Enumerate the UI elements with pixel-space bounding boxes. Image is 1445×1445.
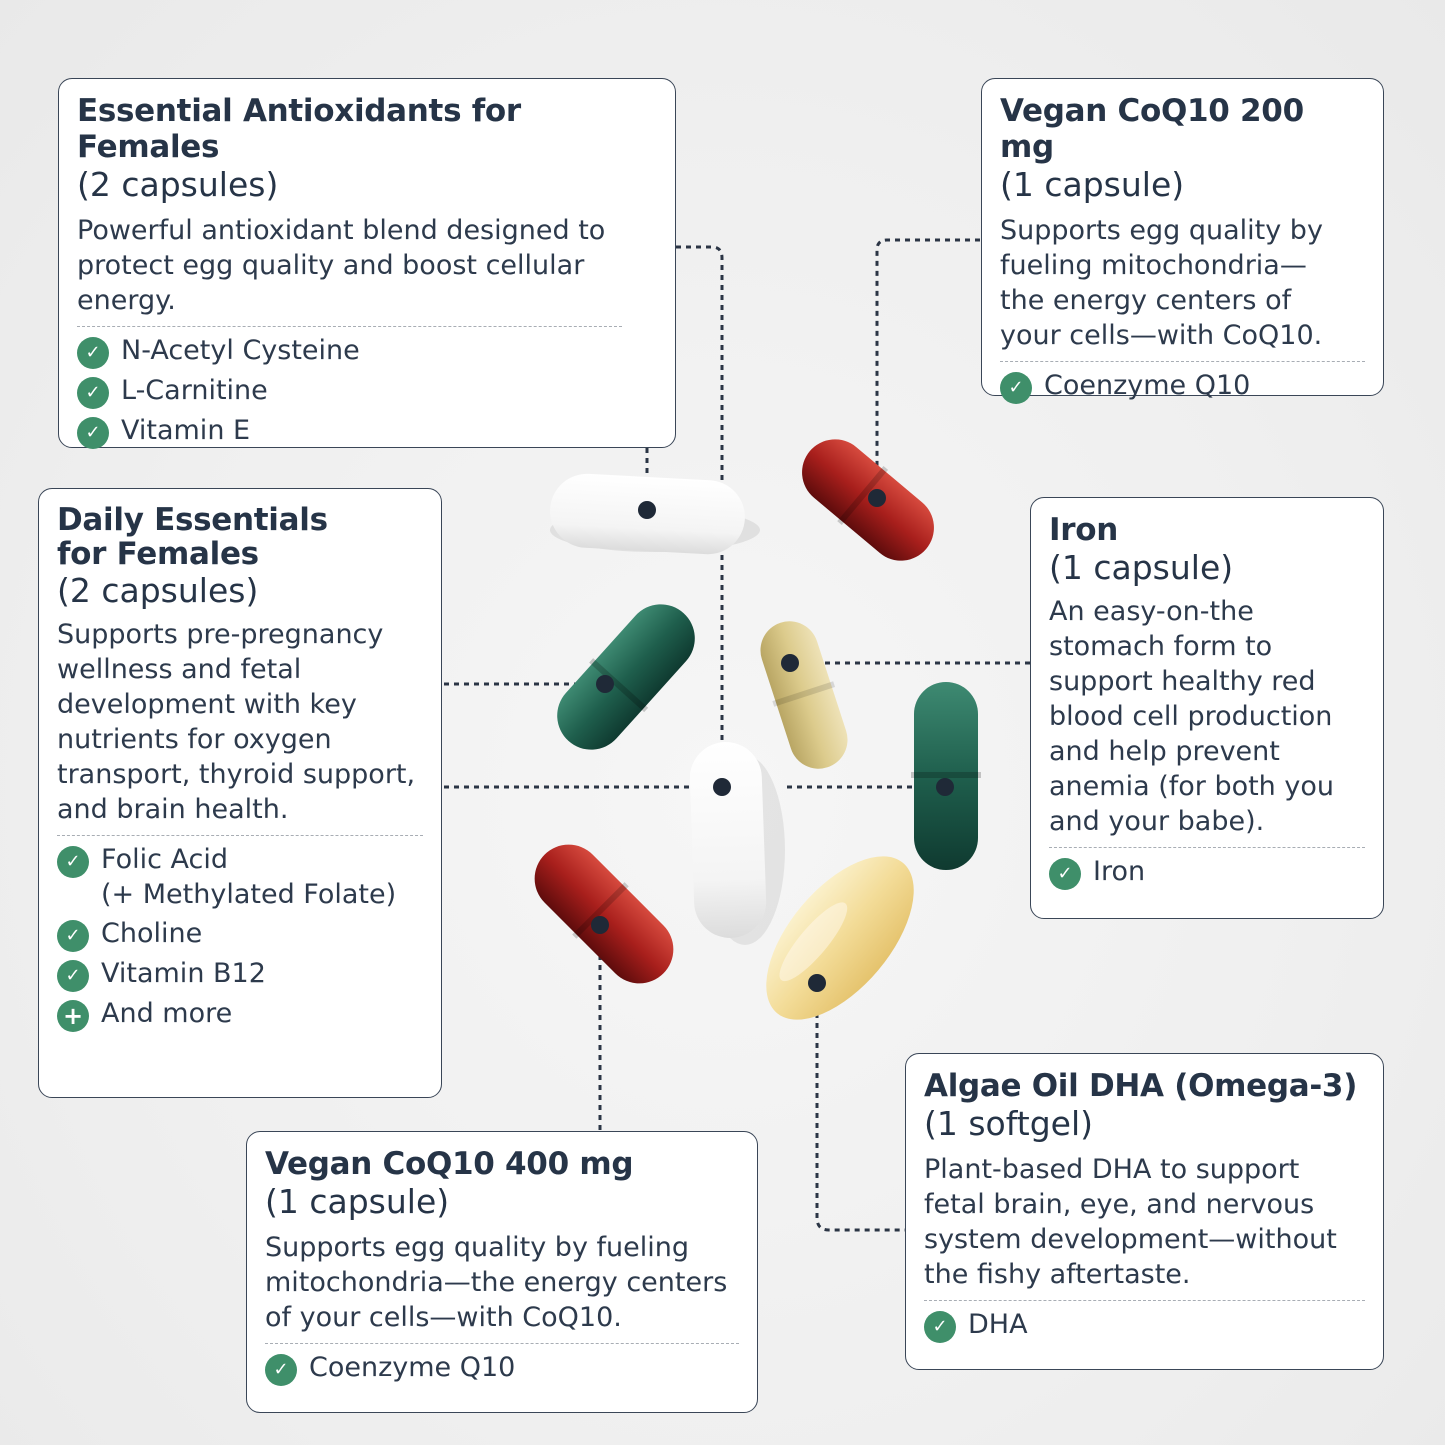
check-circle-icon: ✓: [265, 1354, 297, 1386]
card-title: Essential Antioxidants for Females: [77, 93, 521, 165]
card-description: Powerful antioxidant blend designed to p…: [77, 215, 606, 316]
check-circle-icon: ✓: [57, 920, 89, 952]
card-title: Vegan CoQ10 400 mg: [265, 1146, 634, 1182]
list-item: ✓Choline: [57, 916, 423, 952]
card-title: Algae Oil DHA (Omega-3): [924, 1068, 1358, 1104]
list-item: ✓Coenzyme Q10: [1000, 368, 1365, 404]
check-circle-icon: ✓: [57, 846, 89, 878]
card-quantity: (2 capsules): [57, 571, 259, 610]
card-title: Vegan CoQ10 200 mg: [1000, 93, 1304, 165]
card-quantity: (1 capsule): [265, 1182, 450, 1221]
dha-card: Algae Oil DHA (Omega-3) (1 softgel) Plan…: [905, 1053, 1384, 1370]
card-title: Iron: [1049, 512, 1118, 548]
anchor-dots: [591, 489, 954, 992]
check-circle-icon: ✓: [1049, 858, 1081, 890]
card-description: Supports egg quality by fueling mitochon…: [1000, 215, 1323, 351]
connector-coq10-200: [875, 238, 980, 498]
divider: [57, 835, 423, 836]
card-description: Supports egg quality by fueling mitochon…: [265, 1232, 728, 1333]
iron-card: Iron (1 capsule) An easy-on-the stomach …: [1030, 497, 1384, 919]
list-item: ✓Coenzyme Q10: [265, 1350, 739, 1386]
divider: [1000, 361, 1365, 362]
ingredient-list: ✓Folic Acid(+ Methylated Folate) ✓Cholin…: [57, 842, 423, 1032]
ingredient-list: ✓Iron: [1049, 854, 1365, 890]
ingredient-list: ✓DHA: [924, 1307, 1365, 1343]
green-capsule-right: [911, 682, 981, 870]
card-description: Plant-based DHA to support fetal brain, …: [924, 1154, 1337, 1290]
list-item: ✓DHA: [924, 1307, 1365, 1343]
card-quantity: (1 capsule): [1049, 548, 1234, 587]
ingredient-list: ✓Coenzyme Q10: [1000, 368, 1365, 404]
ingredient-list: ✓Coenzyme Q10: [265, 1350, 739, 1386]
coq10-200-card: Vegan CoQ10 200 mg (1 capsule) Supports …: [981, 78, 1384, 404]
divider: [1049, 847, 1365, 848]
list-item: ✓Vitamin B12: [57, 956, 423, 992]
plus-circle-icon: +: [57, 1000, 89, 1032]
check-circle-icon: ✓: [924, 1311, 956, 1343]
card-quantity: (1 capsule): [1000, 165, 1185, 204]
list-item: ✓Iron: [1049, 854, 1365, 890]
connector-antioxidants-to-white-capsule: [676, 245, 724, 787]
antioxidants-card: Essential Antioxidants for Females (2 ca…: [58, 78, 676, 449]
card-quantity: (1 softgel): [924, 1104, 1094, 1143]
list-item: ✓Folic Acid(+ Methylated Folate): [57, 842, 423, 912]
list-item: ✓L-Carnitine: [77, 373, 657, 409]
green-capsule-left: [557, 604, 695, 750]
card-description: An easy-on-the stomach form to support h…: [1049, 596, 1334, 837]
list-item: ✓Vitamin E: [77, 413, 657, 449]
white-capsule-vertical: [689, 742, 785, 945]
red-capsule-bottom: [534, 844, 674, 984]
card-quantity: (2 capsules): [77, 165, 279, 204]
check-circle-icon: ✓: [77, 337, 109, 369]
check-circle-icon: ✓: [1000, 372, 1032, 404]
list-item: ✓N-Acetyl Cysteine: [77, 333, 657, 369]
dha-softgel: [766, 856, 914, 1020]
divider: [77, 326, 622, 327]
check-circle-icon: ✓: [57, 960, 89, 992]
card-description: Supports pre-pregnancy wellness and feta…: [57, 619, 416, 825]
divider: [265, 1343, 739, 1344]
coq10-400-card: Vegan CoQ10 400 mg (1 capsule) Supports …: [246, 1131, 758, 1413]
connector-dha: [815, 983, 905, 1232]
beige-capsule: [760, 621, 848, 769]
ingredient-list: ✓N-Acetyl Cysteine ✓L-Carnitine ✓Vitamin…: [77, 333, 657, 449]
divider: [924, 1300, 1365, 1301]
list-item: +And more: [57, 996, 423, 1032]
check-circle-icon: ✓: [77, 377, 109, 409]
check-circle-icon: ✓: [77, 417, 109, 449]
red-capsule-top: [802, 439, 934, 561]
